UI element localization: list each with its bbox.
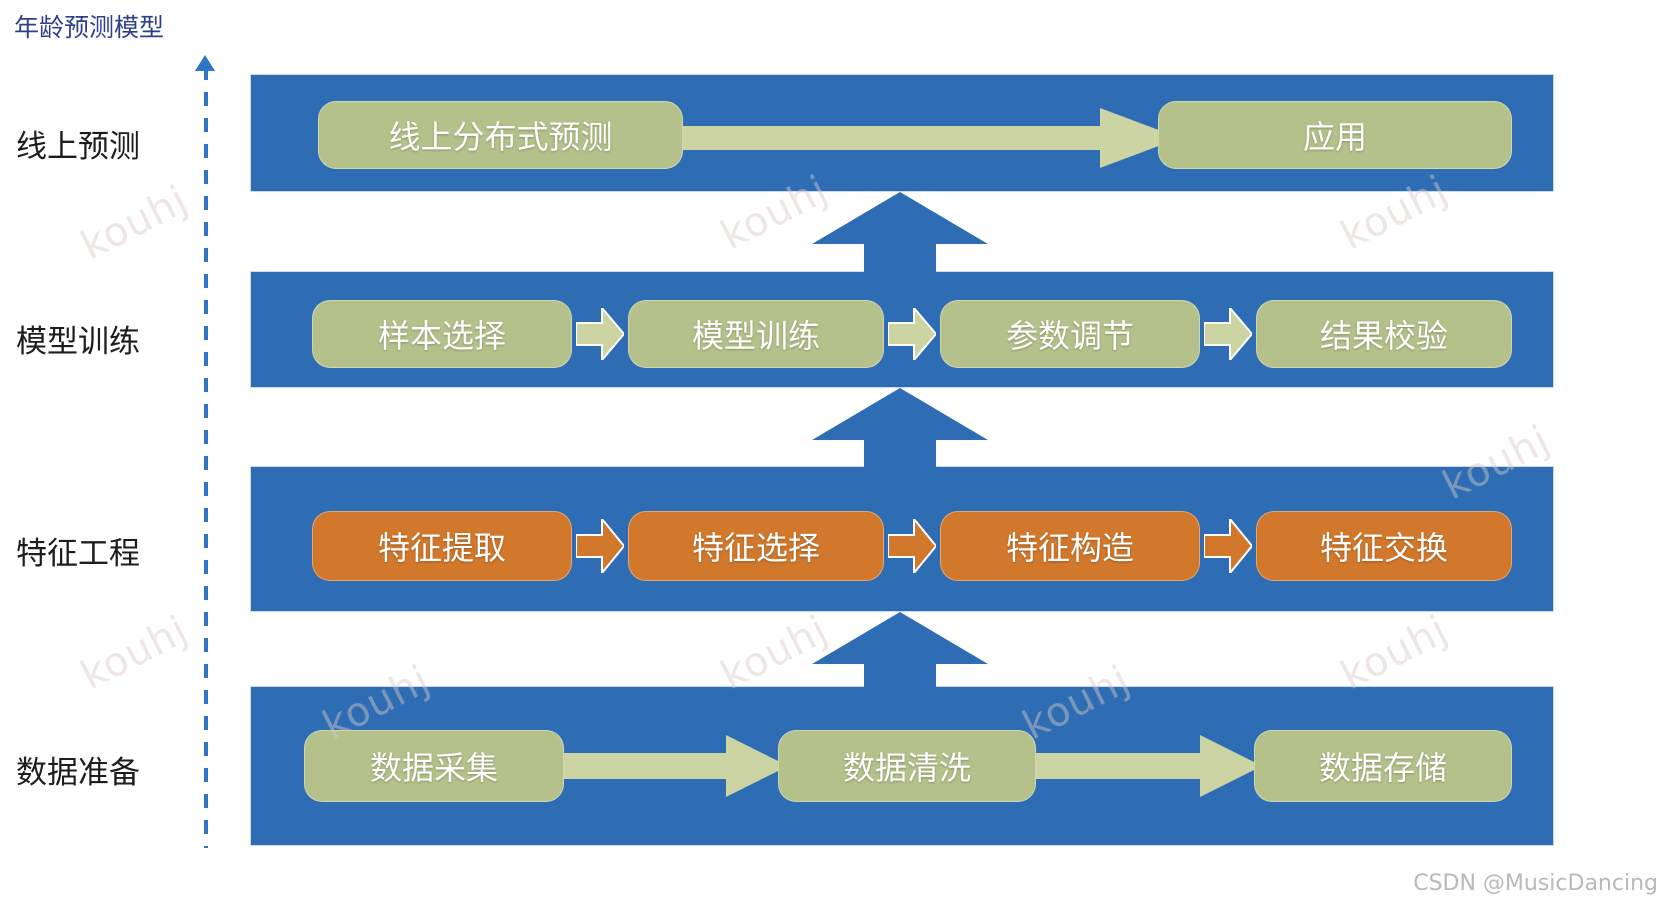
chevron-arrow-1-row2 (576, 308, 624, 360)
node-feature-selection[interactable]: 特征选择 (628, 511, 884, 581)
up-arrow-data-to-feature (812, 612, 988, 694)
row-label-online-prediction: 线上预测 (16, 129, 140, 165)
up-arrow-training-to-online (812, 192, 988, 274)
node-data-storage[interactable]: 数据存储 (1254, 730, 1512, 802)
node-online-distributed-prediction[interactable]: 线上分布式预测 (318, 101, 683, 169)
chevron-arrow-2-row2 (888, 308, 936, 360)
chevron-arrow-1-row3 (576, 519, 624, 573)
node-result-validation[interactable]: 结果校验 (1256, 300, 1512, 368)
node-parameter-tuning[interactable]: 参数调节 (940, 300, 1200, 368)
watermark-text: kouhj (73, 606, 196, 700)
arrow-clean-to-store (1030, 735, 1262, 797)
node-sample-selection[interactable]: 样本选择 (312, 300, 572, 368)
chevron-arrow-3-row3 (1204, 519, 1252, 573)
vertical-timeline-axis (204, 66, 208, 848)
node-model-training[interactable]: 模型训练 (628, 300, 884, 368)
watermark-text: kouhj (73, 176, 196, 270)
node-feature-extraction[interactable]: 特征提取 (312, 511, 572, 581)
node-data-collection[interactable]: 数据采集 (304, 730, 564, 802)
arrow-online-to-application (660, 108, 1180, 168)
node-data-cleaning[interactable]: 数据清洗 (778, 730, 1036, 802)
arrow-collect-to-clean (556, 735, 788, 797)
row-label-model-training: 模型训练 (16, 324, 140, 360)
node-application[interactable]: 应用 (1158, 101, 1512, 169)
up-arrow-feature-to-training (812, 388, 988, 470)
chevron-arrow-3-row2 (1204, 308, 1252, 360)
row-label-feature-engineering: 特征工程 (16, 536, 140, 572)
row-label-data-preparation: 数据准备 (16, 755, 140, 791)
node-feature-construction[interactable]: 特征构造 (940, 511, 1200, 581)
chevron-arrow-2-row3 (888, 519, 936, 573)
page-title: 年龄预测模型 (14, 13, 165, 42)
credit-label: CSDN @MusicDancing (1413, 871, 1658, 896)
axis-arrowhead-icon (195, 55, 215, 71)
node-feature-crossing[interactable]: 特征交换 (1256, 511, 1512, 581)
